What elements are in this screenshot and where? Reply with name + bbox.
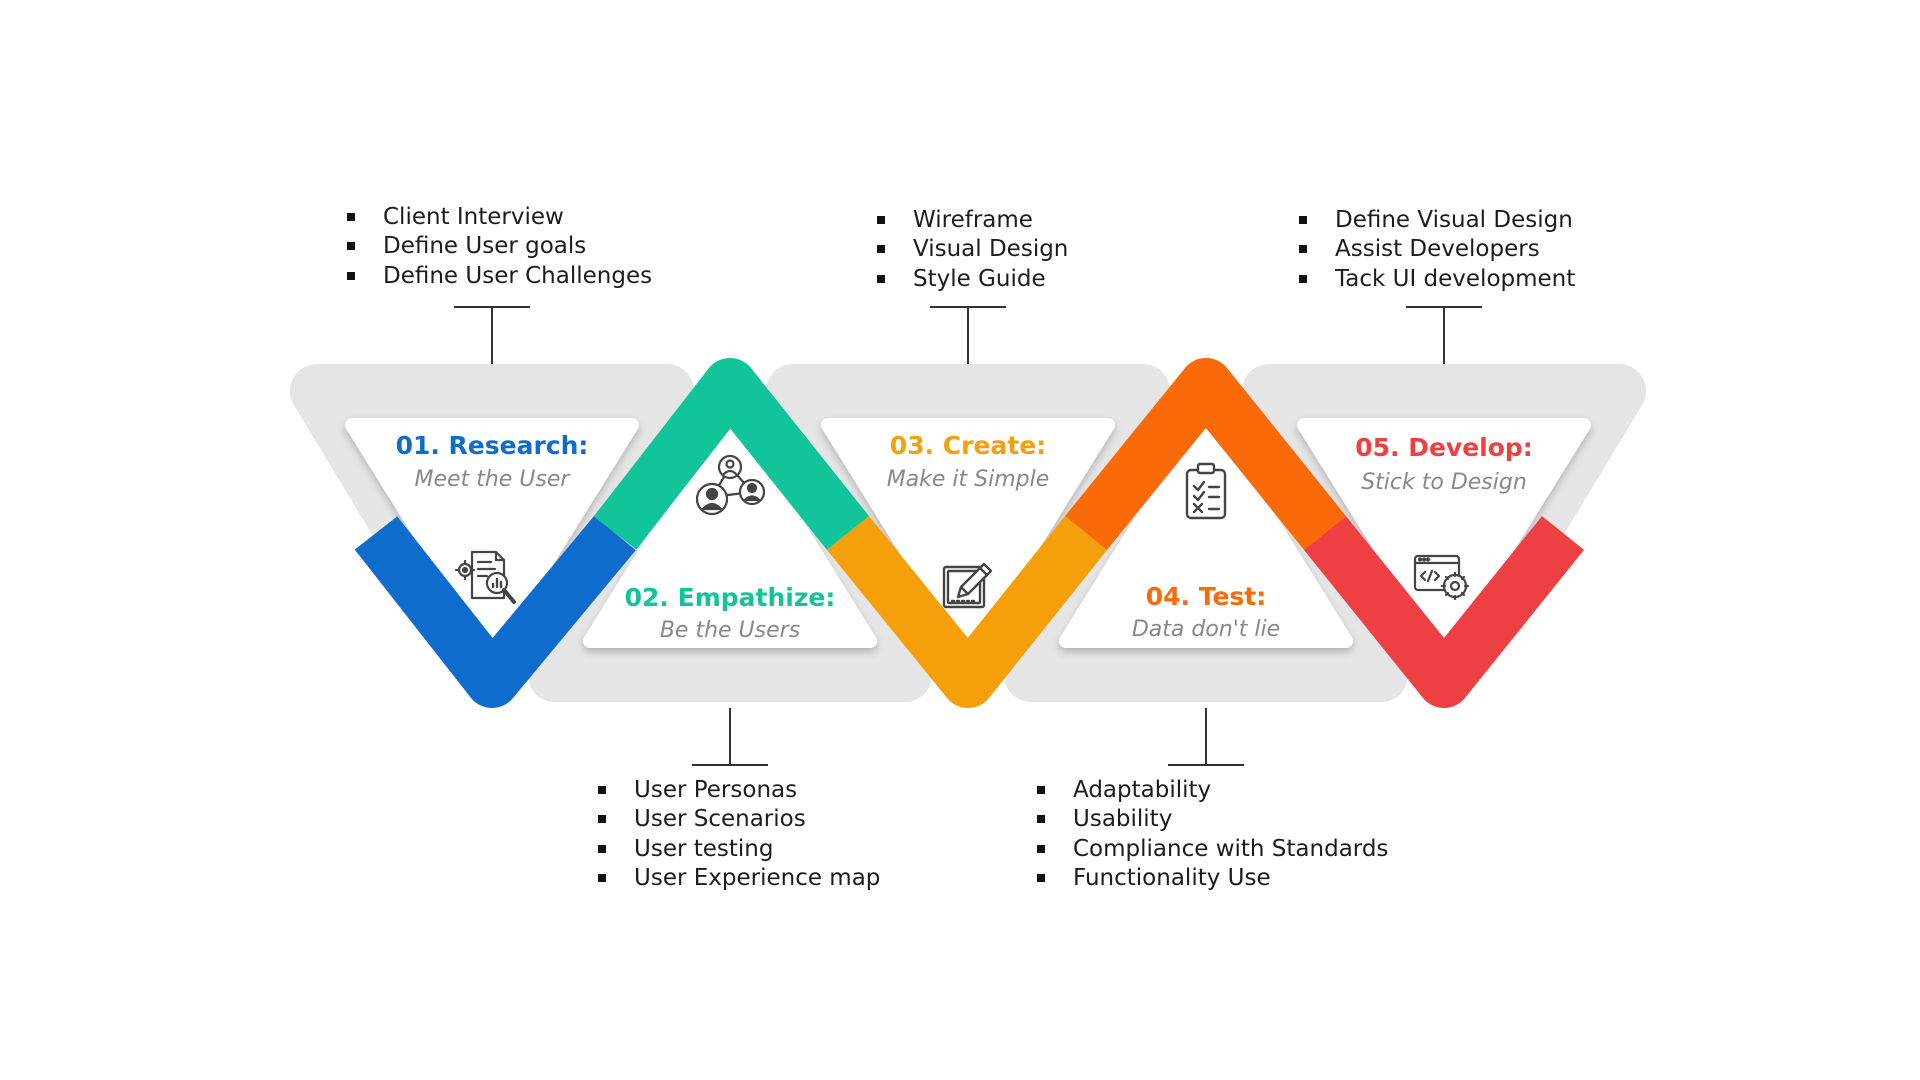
stage-subtitle-research: Meet the User [415, 467, 572, 492]
panel-create [821, 418, 1115, 657]
list-item: User Personas [596, 776, 880, 805]
stage-title-empathize: 02. Empathize: [625, 583, 836, 612]
list-item: Visual Design [875, 235, 1068, 264]
list-item: Compliance with Standards [1035, 835, 1388, 864]
list-item: Functionality Use [1035, 864, 1388, 893]
wave-ribbon [354, 358, 1585, 708]
research-report-icon [454, 550, 516, 604]
list-item: Assist Developers [1297, 235, 1575, 264]
stage-title-test: 04. Test: [1146, 582, 1267, 611]
list-item: Define User Challenges [345, 262, 652, 291]
user-network-icon [695, 454, 766, 516]
connector-create [930, 306, 1006, 364]
list-item: Tack UI development [1297, 265, 1575, 294]
stage-subtitle-create: Make it Simple [887, 467, 1050, 492]
connector-empathize [692, 708, 768, 766]
stage-title-research: 01. Research: [396, 431, 589, 460]
code-gear-icon [1413, 554, 1470, 601]
list-item: User Experience map [596, 864, 880, 893]
list-item: User Scenarios [596, 805, 880, 834]
ribbon-develop [1303, 516, 1585, 708]
connectors [454, 306, 1482, 766]
list-item: Style Guide [875, 265, 1068, 294]
panel-empathize [583, 409, 877, 648]
list-item: Client Interview [345, 203, 652, 232]
bullets-develop: Define Visual Design Assist Developers T… [1297, 206, 1575, 294]
list-item: Wireframe [875, 206, 1068, 235]
edit-pencil-icon [942, 562, 993, 609]
panels [345, 409, 1591, 657]
checklist-clipboard-icon [1185, 462, 1227, 520]
list-item: Define Visual Design [1297, 206, 1575, 235]
ribbon-test [1065, 358, 1347, 551]
stage-subtitle-develop: Stick to Design [1361, 470, 1527, 495]
list-item: User testing [596, 835, 880, 864]
list-item: Define User goals [345, 232, 652, 261]
panel-research [345, 418, 639, 657]
list-item: Usability [1035, 805, 1388, 834]
stage-title-develop: 05. Develop: [1355, 433, 1533, 462]
connector-research [454, 306, 530, 364]
stage-title-create: 03. Create: [890, 431, 1046, 460]
stage-labels: 01. Research: Meet the User 02. Empathiz… [396, 431, 1533, 643]
bullets-research: Client Interview Define User goals Defin… [345, 203, 652, 291]
stage-subtitle-empathize: Be the Users [660, 618, 800, 643]
bullets-empathize: User Personas User Scenarios User testin… [596, 776, 880, 893]
connector-develop [1406, 306, 1482, 364]
bullets-create: Wireframe Visual Design Style Guide [875, 206, 1068, 294]
list-item: Adaptability [1035, 776, 1388, 805]
ribbon-create [827, 515, 1108, 708]
ribbon-empathize [593, 358, 870, 550]
panel-develop [1297, 418, 1591, 657]
panel-test [1059, 409, 1353, 648]
connector-test [1168, 708, 1244, 766]
ribbon-research [354, 515, 636, 708]
bullets-test: Adaptability Usability Compliance with S… [1035, 776, 1388, 893]
stage-subtitle-test: Data don't lie [1132, 617, 1280, 642]
